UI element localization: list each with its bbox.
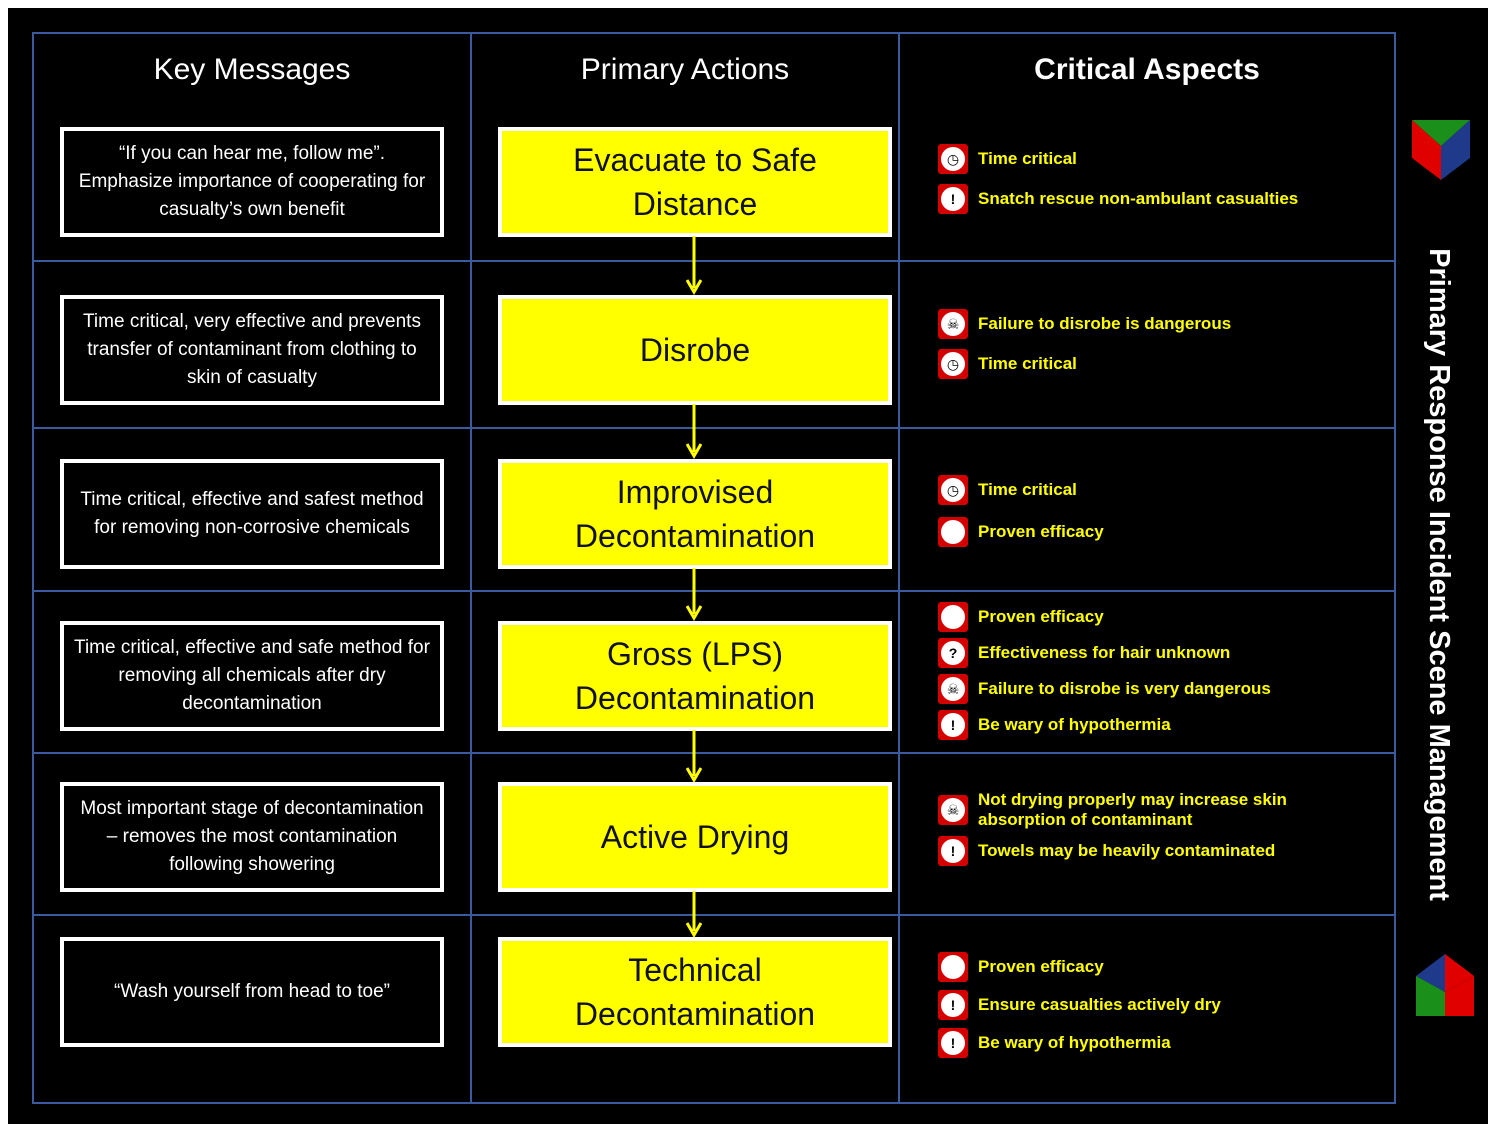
aspect-item: Proven efficacy — [938, 602, 1378, 632]
key-message-box: “Wash yourself from head to toe” — [60, 937, 444, 1047]
flow-arrow — [686, 568, 702, 621]
key-message-box: Time critical, very effective and preven… — [60, 295, 444, 405]
action-box-gross-decontamination: Gross (LPS) Decontamination — [498, 621, 892, 731]
exclamation-icon: ! — [938, 184, 968, 214]
aspect-item: ! Be wary of hypothermia — [938, 710, 1378, 740]
key-message-box: Time critical, effective and safe method… — [60, 621, 444, 731]
key-message-box: Most important stage of decontamination … — [60, 782, 444, 892]
column-divider-1 — [470, 32, 472, 1104]
aspect-item: ◷ Time critical — [938, 144, 1378, 174]
exclamation-icon: ! — [938, 710, 968, 740]
aspect-list: ☠ Failure to disrobe is dangerous ◷ Time… — [938, 309, 1378, 379]
aspect-text: Proven efficacy — [978, 522, 1104, 541]
aspect-item: ! Snatch rescue non-ambulant casualties — [938, 184, 1378, 214]
header-key-messages: Key Messages — [153, 53, 351, 86]
flow-arrow — [686, 730, 702, 783]
aspect-list: Proven efficacy ? Effectiveness for hair… — [938, 602, 1378, 740]
exclamation-icon: ! — [938, 990, 968, 1020]
logo-cube-bottom — [1416, 954, 1474, 1016]
aspect-text: Failure to disrobe is very dangerous — [978, 679, 1271, 698]
aspect-text: Time critical — [978, 480, 1077, 499]
aspect-item: ! Ensure casualties actively dry — [938, 990, 1378, 1020]
aspect-list: Proven efficacy ! Ensure casualties acti… — [938, 952, 1378, 1058]
side-title: Primary Response Incident Scene Manageme… — [1408, 204, 1468, 944]
aspect-text: Ensure casualties actively dry — [978, 995, 1221, 1014]
key-message-box: Time critical, effective and safest meth… — [60, 459, 444, 569]
aspect-item: ◷ Time critical — [938, 349, 1378, 379]
question-icon: ? — [938, 638, 968, 668]
aspect-text: Failure to disrobe is dangerous — [978, 314, 1232, 333]
aspect-list: ◷ Time critical Proven efficacy — [938, 475, 1378, 547]
exclamation-icon: ! — [938, 1028, 968, 1058]
flow-arrow — [686, 404, 702, 459]
clock-icon: ◷ — [938, 349, 968, 379]
clock-icon: ◷ — [938, 144, 968, 174]
aspect-text: Snatch rescue non-ambulant casualties — [978, 189, 1299, 208]
skull-icon: ☠ — [938, 795, 968, 825]
action-box-active-drying: Active Drying — [498, 782, 892, 892]
frame-left — [32, 32, 34, 1104]
frame-bottom — [32, 1102, 1396, 1104]
frame-top — [32, 32, 1396, 34]
aspect-item: ! Be wary of hypothermia — [938, 1028, 1378, 1058]
aspect-item: ? Effectiveness for hair unknown — [938, 638, 1378, 668]
aspect-text: Proven efficacy — [978, 957, 1104, 976]
action-box-evacuate: Evacuate to Safe Distance — [498, 127, 892, 237]
aspect-text: Time critical — [978, 149, 1077, 168]
logo-cube-top — [1412, 120, 1470, 180]
action-box-disrobe: Disrobe — [498, 295, 892, 405]
aspect-item: ☠ Not drying properly may increase skin … — [938, 790, 1298, 830]
aspect-item: Proven efficacy — [938, 517, 1378, 547]
aspect-text: Effectiveness for hair unknown — [978, 643, 1231, 662]
aspect-item: Proven efficacy — [938, 952, 1378, 982]
flow-arrow — [686, 236, 702, 295]
column-divider-2 — [898, 32, 900, 1104]
aspect-item: ☠ Failure to disrobe is very dangerous — [938, 674, 1378, 704]
clock-icon: ◷ — [938, 475, 968, 505]
aspect-item: ! Towels may be heavily contaminated — [938, 836, 1298, 866]
aspect-text: Proven efficacy — [978, 607, 1104, 626]
header-primary-actions: Primary Actions — [580, 53, 790, 86]
aspect-text: Not drying properly may increase skin ab… — [978, 790, 1287, 829]
aspect-text: Time critical — [978, 354, 1077, 373]
aspect-item: ◷ Time critical — [938, 475, 1378, 505]
side-title-text: Primary Response Incident Scene Manageme… — [1422, 247, 1455, 901]
aspect-text: Be wary of hypothermia — [978, 715, 1171, 734]
action-box-improvised-decontamination: Improvised Decontamination — [498, 459, 892, 569]
aspect-text: Towels may be heavily contaminated — [978, 841, 1276, 860]
key-message-box: “If you can hear me, follow me”. Emphasi… — [60, 127, 444, 237]
aspect-list: ◷ Time critical ! Snatch rescue non-ambu… — [938, 144, 1378, 214]
row-divider — [32, 260, 1396, 262]
row-divider — [32, 914, 1396, 916]
check-icon — [938, 602, 968, 632]
diagram-canvas: Key Messages Primary Actions Critical As… — [8, 8, 1488, 1124]
aspect-list: ☠ Not drying properly may increase skin … — [938, 790, 1298, 866]
aspect-text: Be wary of hypothermia — [978, 1033, 1171, 1052]
row-divider — [32, 752, 1396, 754]
check-icon — [938, 517, 968, 547]
aspect-item: ☠ Failure to disrobe is dangerous — [938, 309, 1378, 339]
action-box-technical-decontamination: Technical Decontamination — [498, 937, 892, 1047]
exclamation-icon: ! — [938, 836, 968, 866]
skull-icon: ☠ — [938, 674, 968, 704]
frame-right — [1394, 32, 1396, 1104]
header-critical-aspects: Critical Aspects — [1034, 53, 1260, 86]
row-divider — [32, 590, 1396, 592]
check-icon — [938, 952, 968, 982]
skull-icon: ☠ — [938, 309, 968, 339]
row-divider — [32, 427, 1396, 429]
flow-arrow — [686, 891, 702, 938]
